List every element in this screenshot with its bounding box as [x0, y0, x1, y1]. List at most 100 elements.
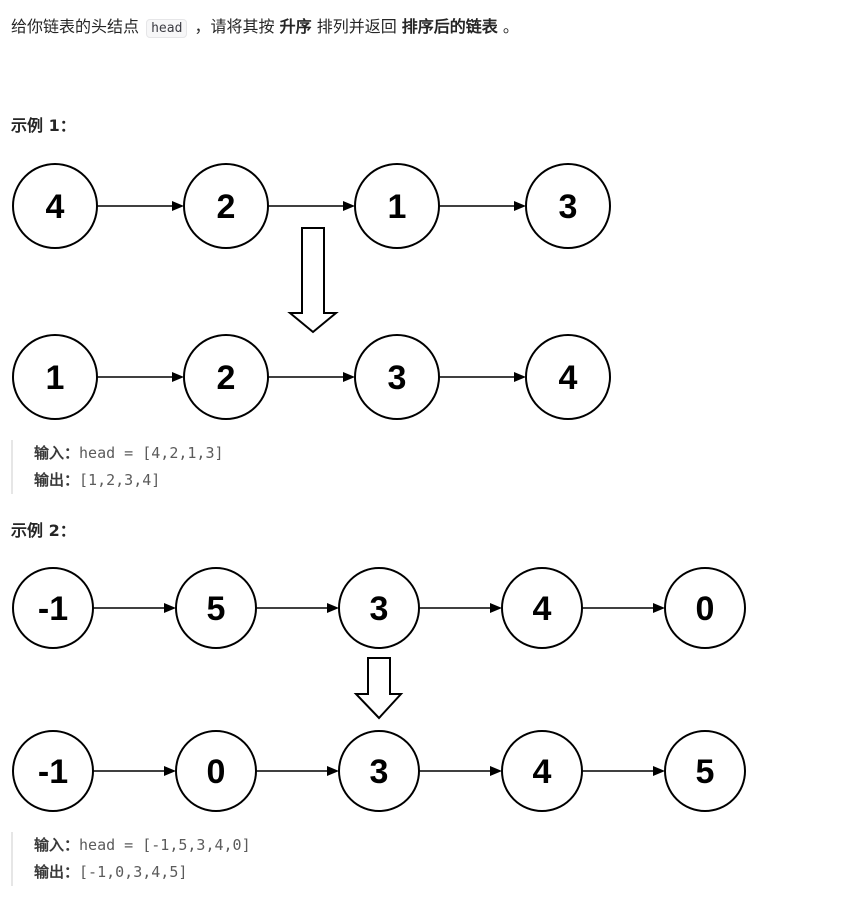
node-circle	[354, 163, 440, 249]
output-label: 输出：	[34, 863, 80, 881]
node-value: 4	[533, 590, 552, 628]
node-value: 4	[533, 753, 552, 791]
arrow-head-icon	[172, 201, 184, 211]
node-value: 1	[46, 359, 65, 397]
arrow-head-icon	[653, 766, 665, 776]
intro-bold-sorted-list: 排序后的链表	[401, 17, 498, 36]
arrow-head-icon	[164, 766, 176, 776]
node-circle	[12, 567, 94, 649]
arrow-head-icon	[164, 603, 176, 613]
example-2-diagram: -1 5 3 4 0 -1 0 3 4 5	[12, 567, 746, 812]
input-value: head = [4,2,1,3]	[79, 444, 224, 462]
input-node: 3	[525, 163, 611, 249]
node-value: 2	[217, 359, 236, 397]
output-node: 0	[175, 730, 257, 812]
example-2-output-list: -1 0 3 4 5	[12, 730, 746, 812]
node-value: 3	[388, 359, 407, 397]
node-value: 3	[370, 753, 389, 791]
node-circle	[501, 730, 583, 812]
example-2-input-list: -1 5 3 4 0	[12, 567, 746, 649]
input-node: -1	[12, 567, 94, 649]
inline-code-head: head	[146, 19, 188, 38]
arrow-head-icon	[327, 603, 339, 613]
example-1-io-block: 输入：head = [4,2,1,3] 输出：[1,2,3,4]	[11, 440, 634, 494]
example-1-title: 示例 1：	[11, 116, 76, 135]
problem-description: 给你链表的头结点 head ，请将其按 升序 排列并返回 排序后的链表 。	[11, 15, 831, 41]
node-value: 5	[207, 590, 226, 628]
sort-down-arrow-icon	[287, 227, 339, 334]
arrow-head-icon	[172, 372, 184, 382]
node-value: 2	[217, 188, 236, 226]
output-node: 3	[338, 730, 420, 812]
input-node: 1	[354, 163, 440, 249]
node-circle	[12, 163, 98, 249]
node-circle	[338, 567, 420, 649]
output-value: [1,2,3,4]	[79, 471, 161, 489]
node-circle	[501, 567, 583, 649]
arrow-head-icon	[343, 372, 355, 382]
intro-text-1: 给你链表的头结点	[11, 17, 145, 36]
output-node: -1	[12, 730, 94, 812]
arrow-head-icon	[653, 603, 665, 613]
node-circle	[183, 334, 269, 420]
node-value: 1	[388, 188, 407, 226]
example-1-diagram: 4 2 1 3 1 2 3 4	[12, 163, 611, 420]
output-value: [-1,0,3,4,5]	[79, 863, 188, 881]
arrow-head-icon	[490, 766, 502, 776]
node-value: 3	[559, 188, 578, 226]
output-node: 3	[354, 334, 440, 420]
node-value: 5	[696, 753, 715, 791]
node-value: 4	[559, 359, 578, 397]
example-2-title: 示例 2：	[11, 521, 76, 540]
node-circle	[12, 334, 98, 420]
node-value: 4	[46, 188, 65, 226]
node-circle	[525, 163, 611, 249]
input-node: 0	[664, 567, 746, 649]
example-1-output-list: 1 2 3 4	[12, 334, 611, 420]
node-circle	[12, 730, 94, 812]
input-node: 5	[175, 567, 257, 649]
arrow-head-icon	[343, 201, 355, 211]
intro-text-3: 排列并返回	[311, 17, 402, 36]
input-node: 2	[183, 163, 269, 249]
intro-text-2: ，请将其按	[189, 17, 280, 36]
node-value: 3	[370, 590, 389, 628]
example-1-input-line: 输入：head = [4,2,1,3]	[34, 440, 634, 467]
arrow-head-icon	[327, 766, 339, 776]
arrow-head-icon	[490, 603, 502, 613]
input-value: head = [-1,5,3,4,0]	[79, 836, 251, 854]
node-circle	[664, 730, 746, 812]
intro-bold-ascending: 升序	[279, 17, 312, 36]
output-node: 2	[183, 334, 269, 420]
example-1-output-line: 输出：[1,2,3,4]	[34, 467, 634, 494]
example-2-output-line: 输出：[-1,0,3,4,5]	[34, 859, 634, 886]
example-1-input-list: 4 2 1 3	[12, 163, 611, 249]
node-circle	[338, 730, 420, 812]
node-circle	[664, 567, 746, 649]
input-label: 输入：	[34, 836, 80, 854]
node-circle	[354, 334, 440, 420]
input-node: 4	[12, 163, 98, 249]
input-node: 3	[338, 567, 420, 649]
arrow-head-icon	[514, 372, 526, 382]
example-2-input-line: 输入：head = [-1,5,3,4,0]	[34, 832, 634, 859]
arrow-head-icon	[514, 201, 526, 211]
example-2-io-block: 输入：head = [-1,5,3,4,0] 输出：[-1,0,3,4,5]	[11, 832, 634, 886]
node-circle	[175, 730, 257, 812]
sort-down-arrow-icon	[353, 657, 404, 720]
node-value: 0	[207, 753, 226, 791]
input-label: 输入：	[34, 444, 80, 462]
output-node: 1	[12, 334, 98, 420]
output-node: 5	[664, 730, 746, 812]
intro-text-4: 。	[497, 17, 519, 36]
node-circle	[175, 567, 257, 649]
input-node: 4	[501, 567, 583, 649]
node-circle	[183, 163, 269, 249]
node-value: -1	[38, 753, 68, 791]
node-value: 0	[696, 590, 715, 628]
node-value: -1	[38, 590, 68, 628]
output-label: 输出：	[34, 471, 80, 489]
output-node: 4	[525, 334, 611, 420]
node-circle	[525, 334, 611, 420]
output-node: 4	[501, 730, 583, 812]
